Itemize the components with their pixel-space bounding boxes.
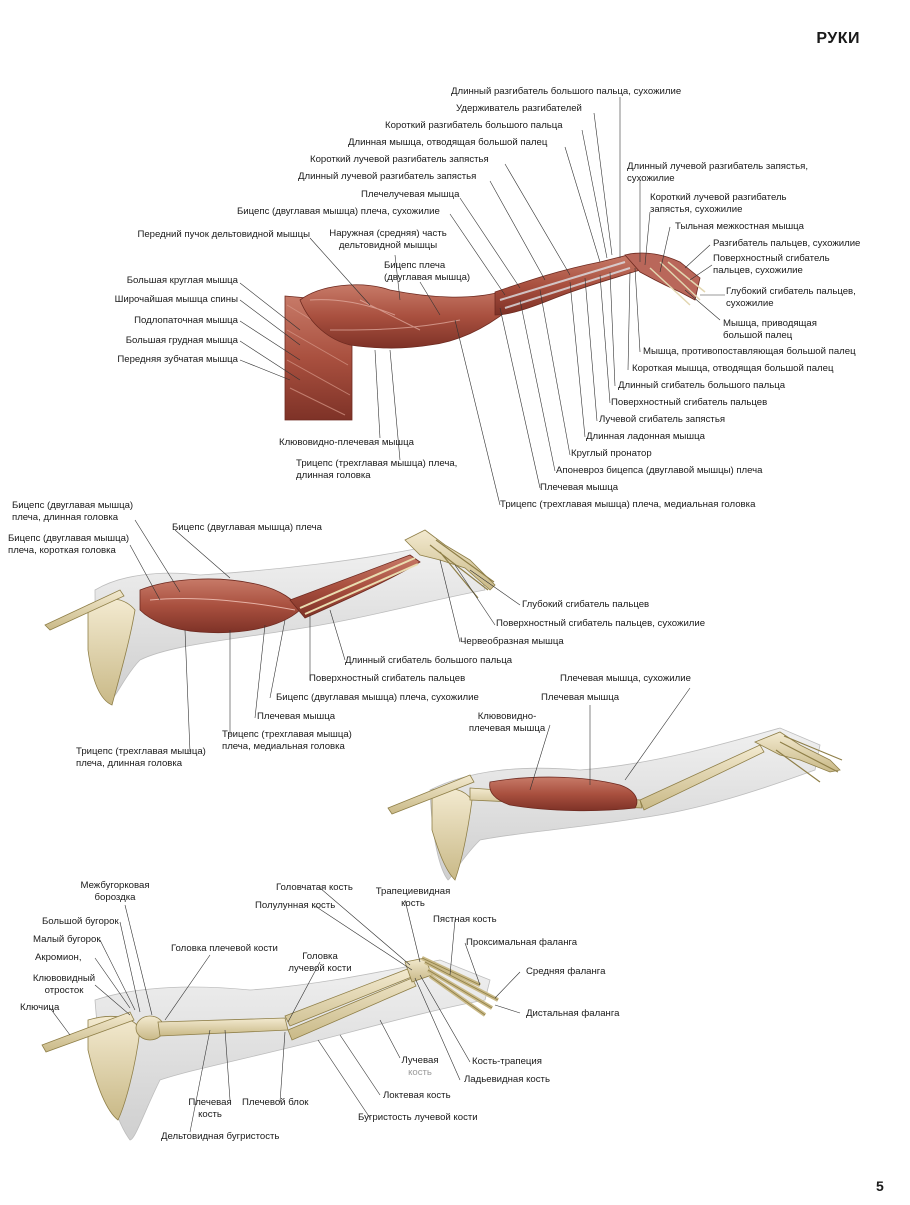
page-number: 5 — [876, 1178, 884, 1194]
label-abd-pollicis-longus: Длинная мышца, отводящая большой палец — [348, 137, 548, 148]
label-triceps-medial-head: Трицепс (трехглавая мышца) плеча, медиал… — [500, 499, 756, 510]
label-radial-tuberosity: Бугристость лучевой кости — [358, 1112, 478, 1123]
label-ext-carpi-rad-brevis: Короткий лучевой разгибатель запястья — [310, 154, 489, 165]
label-opponens-pollicis: Мышца, противопоставляющая большой палец — [643, 346, 856, 357]
label-palmaris-longus: Длинная ладонная мышца — [586, 431, 705, 442]
label-biceps: Бицепс плеча (двуглавая мышца) — [384, 260, 471, 283]
label-ecrl-tendon: Длинный лучевой разгибатель запястья, су… — [627, 161, 809, 184]
label-intertubercular-groove: Межбугорковая бороздка — [80, 880, 150, 903]
label-trapezoid: Трапециевидная кость — [375, 886, 451, 909]
label-humerus: Плечевая кость — [188, 1097, 232, 1120]
label-triceps-long-head: Трицепс (трехглавая мышца) плеча, длинна… — [76, 746, 206, 769]
label-brachialis-tendon: Плечевая мышца, сухожилие — [560, 673, 691, 684]
page-title: РУКИ — [816, 30, 860, 47]
label-fds-tendon: Поверхностный сгибатель пальцев, сухожил… — [713, 253, 830, 276]
label-brachioradialis: Плечелучевая мышца — [361, 189, 460, 200]
label-lateral-deltoid: Наружная (средняя) часть дельтовидной мы… — [329, 228, 447, 251]
label-extensor-digitorum-tendon: Разгибатель пальцев, сухожилие — [713, 238, 861, 249]
label-triceps-medial-head: Трицепс (трехглавая мышца) плеча, медиал… — [222, 729, 352, 752]
label-biceps-short-head: Бицепс (двуглавая мышца) плеча, короткая… — [8, 533, 130, 556]
label-ecrb-tendon: Короткий лучевой разгибатель запястья, с… — [650, 192, 787, 215]
label-anterior-deltoid: Передний пучок дельтовидной мышцы — [137, 229, 310, 240]
label-coracoid-process: Клювовидный отросток — [32, 973, 96, 996]
clavicle — [387, 774, 475, 815]
label-pectoralis-major: Большая грудная мышца — [125, 335, 238, 346]
clavicle — [44, 589, 125, 631]
label-fcr: Лучевой сгибатель запястья — [599, 414, 726, 425]
label-ext-pollicis-longus-tendon: Длинный разгибатель большого пальца, сух… — [451, 86, 682, 97]
label-humeral-head: Головка плечевой кости — [171, 943, 278, 954]
label-scaphoid: Ладьевидная кость — [464, 1074, 550, 1085]
label-triceps-long-head: Трицепс (трехглавая мышца) плеча, длинна… — [296, 458, 458, 481]
label-serratus-anterior: Передняя зубчатая мышца — [117, 354, 238, 365]
label-lesser-tubercle: Малый бугорок — [33, 934, 101, 945]
label-ext-pollicis-brevis: Короткий разгибатель большого пальца — [385, 120, 563, 131]
label-brachialis: Плечевая мышца — [541, 692, 620, 703]
label-fdp-tendon: Глубокий сгибатель пальцев, сухожилие — [726, 286, 856, 309]
label-lumbricals: Червеобразная мышца — [460, 636, 564, 647]
label-teres-major: Большая круглая мышца — [126, 275, 238, 286]
label-lunate: Полулунная кость — [255, 900, 336, 911]
label-biceps: Бицепс (двуглавая мышца) плеча — [172, 522, 322, 533]
label-radius-sub: кость — [408, 1067, 432, 1078]
label-biceps-tendon: Бицепс (двуглавая мышца) плеча, сухожили… — [276, 692, 479, 703]
label-extensor-retinaculum: Удерживатель разгибателей — [456, 103, 582, 114]
upper-arm-muscles — [299, 284, 521, 349]
leader-lines — [49, 97, 725, 1133]
brachialis-muscle — [489, 776, 638, 812]
label-coracobrachialis: Клювовидно-плечевая мышца — [279, 437, 414, 448]
label-bicipital-aponeurosis: Апоневроз бицепса (двуглавой мышцы) плеч… — [556, 465, 763, 476]
label-biceps-tendon: Бицепс (двуглавая мышца) плеча, сухожили… — [237, 206, 440, 217]
label-pronator-teres: Круглый пронатор — [571, 448, 652, 459]
label-fpl: Длинный сгибатель большого пальца — [618, 380, 786, 391]
scapula — [431, 787, 473, 881]
scapula — [87, 598, 136, 706]
label-trochlea: Плечевой блок — [242, 1097, 309, 1108]
label-trapezium: Кость-трапеция — [472, 1056, 542, 1067]
label-fpl: Длинный сгибатель большого пальца — [345, 655, 513, 666]
label-clavicle: Ключица — [20, 1002, 60, 1013]
label-infraspinatus: Подлопаточная мышца — [134, 315, 238, 326]
label-proximal-phalanx: Проксимальная фаланга — [466, 937, 578, 948]
hand-muscles — [624, 252, 701, 301]
label-radial-head: Головка лучевой кости — [288, 951, 352, 974]
label-capitate: Головчатая кость — [276, 882, 353, 893]
label-adductor-pollicis: Мышца, приводящая большой палец — [723, 318, 817, 341]
figure3-brachialis-arm — [387, 727, 843, 881]
label-fds: Поверхностный сгибатель пальцев — [611, 397, 768, 408]
label-fdp: Глубокий сгибатель пальцев — [522, 599, 650, 610]
label-ext-carpi-rad-longus: Длинный лучевой разгибатель запястья — [298, 171, 477, 182]
label-greater-tubercle: Большой бугорок — [42, 916, 119, 927]
label-brachialis: Плечевая мышца — [257, 711, 336, 722]
label-fds-tendon: Поверхностный сгибатель пальцев, сухожил… — [496, 618, 706, 629]
clavicle — [41, 1011, 135, 1053]
label-brachialis: Плечевая мышца — [540, 482, 619, 493]
figure2-flexor-arm — [44, 529, 496, 706]
label-dorsal-interosseous: Тыльная межкостная мышца — [675, 221, 805, 232]
label-middle-phalanx: Средняя фаланга — [526, 966, 606, 977]
label-ulna: Локтевая кость — [383, 1090, 451, 1101]
label-abd-pollicis-brevis: Короткая мышца, отводящая большой палец — [632, 363, 834, 374]
label-deltoid-tuberosity: Дельтовидная бугристость — [161, 1131, 280, 1142]
label-metacarpal: Пястная кость — [433, 914, 497, 925]
arm-silhouette — [94, 959, 491, 1141]
label-fds: Поверхностный сгибатель пальцев — [309, 673, 466, 684]
forearm-bones — [639, 744, 765, 811]
label-acromion: Акромион, — [35, 952, 82, 963]
figure1-muscle-arm — [284, 252, 706, 421]
label-distal-phalanx: Дистальная фаланга — [526, 1008, 620, 1019]
label-biceps-long-head: Бицепс (двуглавая мышца) плеча, длинная … — [12, 500, 134, 523]
label-coracobrachialis: Клювовидно- плечевая мышца — [468, 711, 546, 734]
label-latissimus-dorsi: Широчайшая мышца спины — [114, 294, 238, 305]
figure4-arm-skeleton — [41, 956, 499, 1141]
